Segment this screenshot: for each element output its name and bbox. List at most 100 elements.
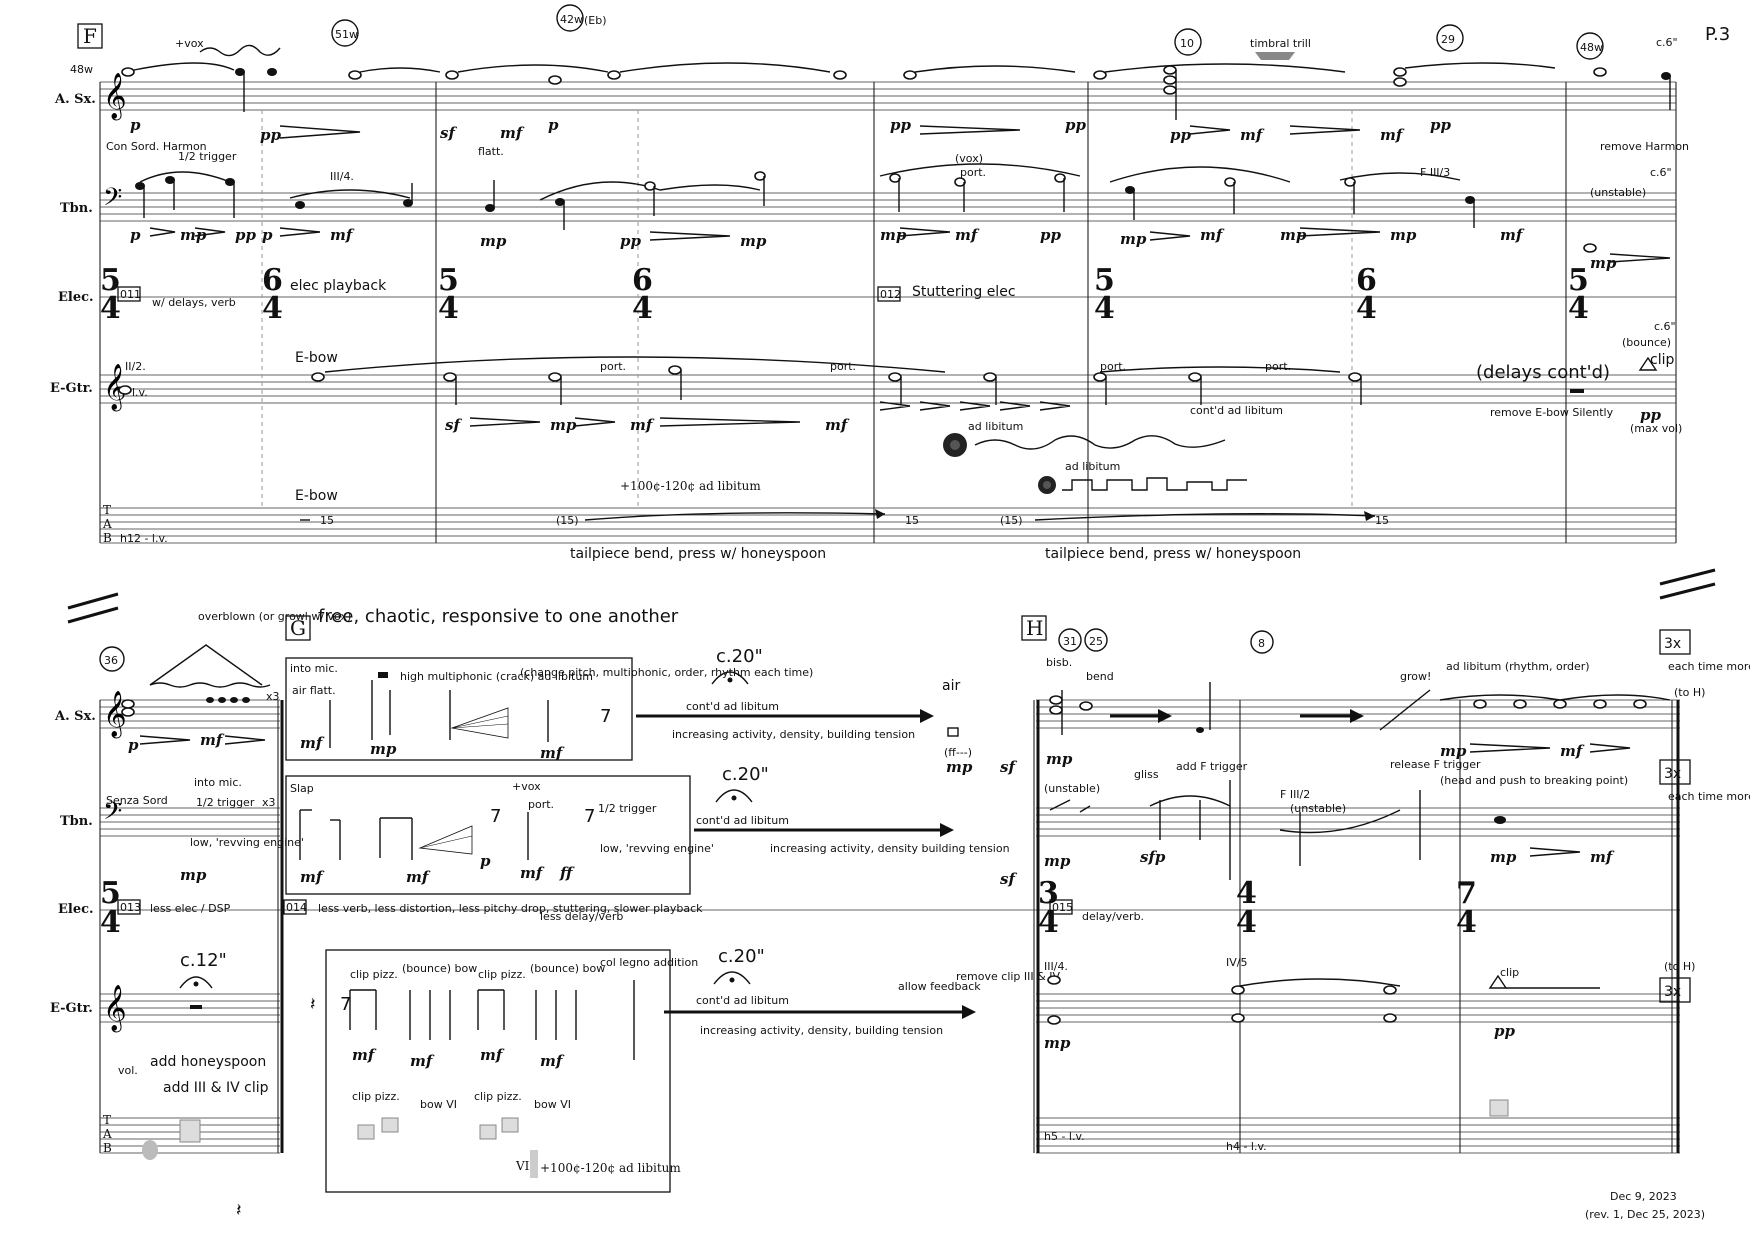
gtr-text: (to H) — [1664, 960, 1695, 973]
time-sig: 54 — [100, 263, 121, 326]
tab-b: B — [103, 1141, 112, 1155]
elec-cue-num: 012 — [880, 288, 901, 301]
label-sax: A. Sx. — [54, 92, 96, 107]
circled-fingering — [99, 646, 125, 672]
dynamic: mp — [1044, 852, 1071, 870]
tab-bend-arrow — [584, 512, 886, 521]
label-gtr: E-Gtr. — [50, 381, 93, 396]
sax-improv-box — [285, 657, 633, 761]
gtr-text: ad libitum — [968, 420, 1023, 433]
bass-clef-icon: 𝄢 — [103, 797, 122, 832]
svg-text:mf: mf — [330, 226, 355, 244]
tbn-staff — [100, 192, 1676, 222]
gtr-text: clip — [1500, 966, 1519, 979]
tbn-text: (unstable) — [1044, 782, 1100, 795]
svg-text:5: 5 — [438, 263, 459, 298]
tab-text: 15 — [320, 514, 334, 527]
svg-text:5: 5 — [100, 263, 121, 298]
tbn-staff — [100, 807, 1680, 837]
section-g-instruction: free, chaotic, responsive to one another — [318, 606, 679, 627]
air-notehead — [947, 727, 959, 737]
gtr-text: clip pizz. — [478, 968, 526, 981]
fermata-duration: c.20" — [718, 946, 765, 967]
overblown-bracket — [149, 644, 263, 686]
tab-a: A — [102, 1127, 112, 1141]
tbn-text: c.6" — [1650, 166, 1672, 179]
dynamic: mp — [1490, 848, 1517, 866]
tab-a: A — [102, 517, 112, 531]
time-sig: 54 — [1568, 263, 1589, 326]
sax-text: ad libitum (rhythm, order) — [1446, 660, 1590, 673]
svg-text:mf: mf — [630, 416, 655, 434]
sax-text: (ff---) — [944, 746, 972, 759]
svg-text:pp: pp — [890, 116, 911, 134]
sax-circle: 25 — [1089, 635, 1103, 648]
contd-text: cont'd ad libitum — [686, 700, 779, 713]
circled-fingering — [1058, 628, 1082, 652]
sax-h-notes — [1049, 682, 1671, 735]
gtr-text: (bounce) bow — [530, 962, 605, 975]
page-number: P.3 — [1705, 24, 1730, 45]
tbn-text: port. — [960, 166, 986, 179]
svg-text:p: p — [548, 116, 559, 134]
tbn-text: Con Sord. Harmon — [106, 140, 207, 153]
arrowhead — [962, 1005, 976, 1019]
svg-text:pp: pp — [1040, 226, 1061, 244]
time-sig: 54 — [438, 263, 459, 326]
sax-circle: 48w — [1580, 41, 1603, 54]
dynamic: sf — [1000, 758, 1017, 776]
svg-text:mf: mf — [480, 1046, 505, 1064]
svg-text:mf: mf — [540, 1052, 565, 1070]
rehearsal-box-g — [285, 615, 311, 641]
svg-text:7: 7 — [600, 706, 611, 727]
sax-circle: 8 — [1258, 637, 1265, 650]
sax-text: bend — [1086, 670, 1114, 683]
whole-rest — [190, 1005, 202, 1009]
treble-clef-icon: 𝄞 — [103, 985, 127, 1033]
rehearsal-f: F — [83, 24, 97, 48]
sax-text: grow! — [1400, 670, 1431, 683]
sax-circle: 42w — [560, 13, 583, 26]
tailpiece-text: tailpiece bend, press w/ honeyspoon — [570, 546, 826, 562]
fermata-icon — [715, 789, 753, 803]
gtr-text: add III & IV clip — [163, 1080, 269, 1096]
tbn-text: low, 'revving engine' — [190, 836, 304, 849]
tbn-text: Senza Sord — [106, 794, 168, 807]
gtr-dynamics: sf mp mf mf — [445, 401, 1071, 434]
svg-text:7: 7 — [1456, 876, 1477, 911]
elec-cue-text: w/ delays, verb — [152, 296, 236, 309]
tbn-text: port. — [528, 798, 554, 811]
tab-bend-arrow — [1034, 513, 1376, 521]
gtr-improv-box — [325, 949, 671, 1193]
tab-b: B — [103, 531, 112, 545]
svg-text:4: 4 — [1236, 876, 1257, 911]
knob-icon — [943, 433, 967, 457]
tbn-text: 1/2 trigger — [598, 802, 657, 815]
svg-text:mf: mf — [406, 868, 431, 886]
sax-text: (to H) — [1674, 686, 1705, 699]
tab-staff — [100, 507, 1676, 544]
sax-text: each time more wild — [1668, 660, 1750, 673]
sax-fingering: 48w — [70, 63, 93, 76]
gtr-text: remove clip III & IV — [956, 970, 1060, 983]
label-elec: Elec. — [58, 290, 94, 305]
tab-t: T — [103, 503, 111, 517]
treble-clef-icon: 𝄞 — [103, 691, 127, 739]
sax-text: +vox — [175, 37, 204, 50]
svg-text:mp: mp — [1120, 230, 1147, 248]
svg-text:4: 4 — [632, 291, 653, 326]
tbn-text: (unstable) — [1290, 802, 1346, 815]
contd-text: cont'd ad libitum — [696, 994, 789, 1007]
tbn-text: into mic. — [194, 776, 242, 789]
svg-text:sf: sf — [445, 416, 462, 434]
svg-text:6: 6 — [1356, 263, 1377, 298]
sax-text: into mic. — [290, 662, 338, 675]
system-break-left-icon — [67, 592, 119, 624]
svg-text:4: 4 — [1456, 905, 1477, 940]
tab-text: h5 - l.v. — [1044, 1130, 1085, 1143]
tbn-box-notes: mf mf p mf ff 7 7 — [299, 806, 595, 886]
dynamic: pp — [1494, 1022, 1515, 1040]
label-elec: Elec. — [58, 902, 94, 917]
circled-fingering — [1436, 24, 1464, 52]
svg-text:5: 5 — [1568, 263, 1589, 298]
